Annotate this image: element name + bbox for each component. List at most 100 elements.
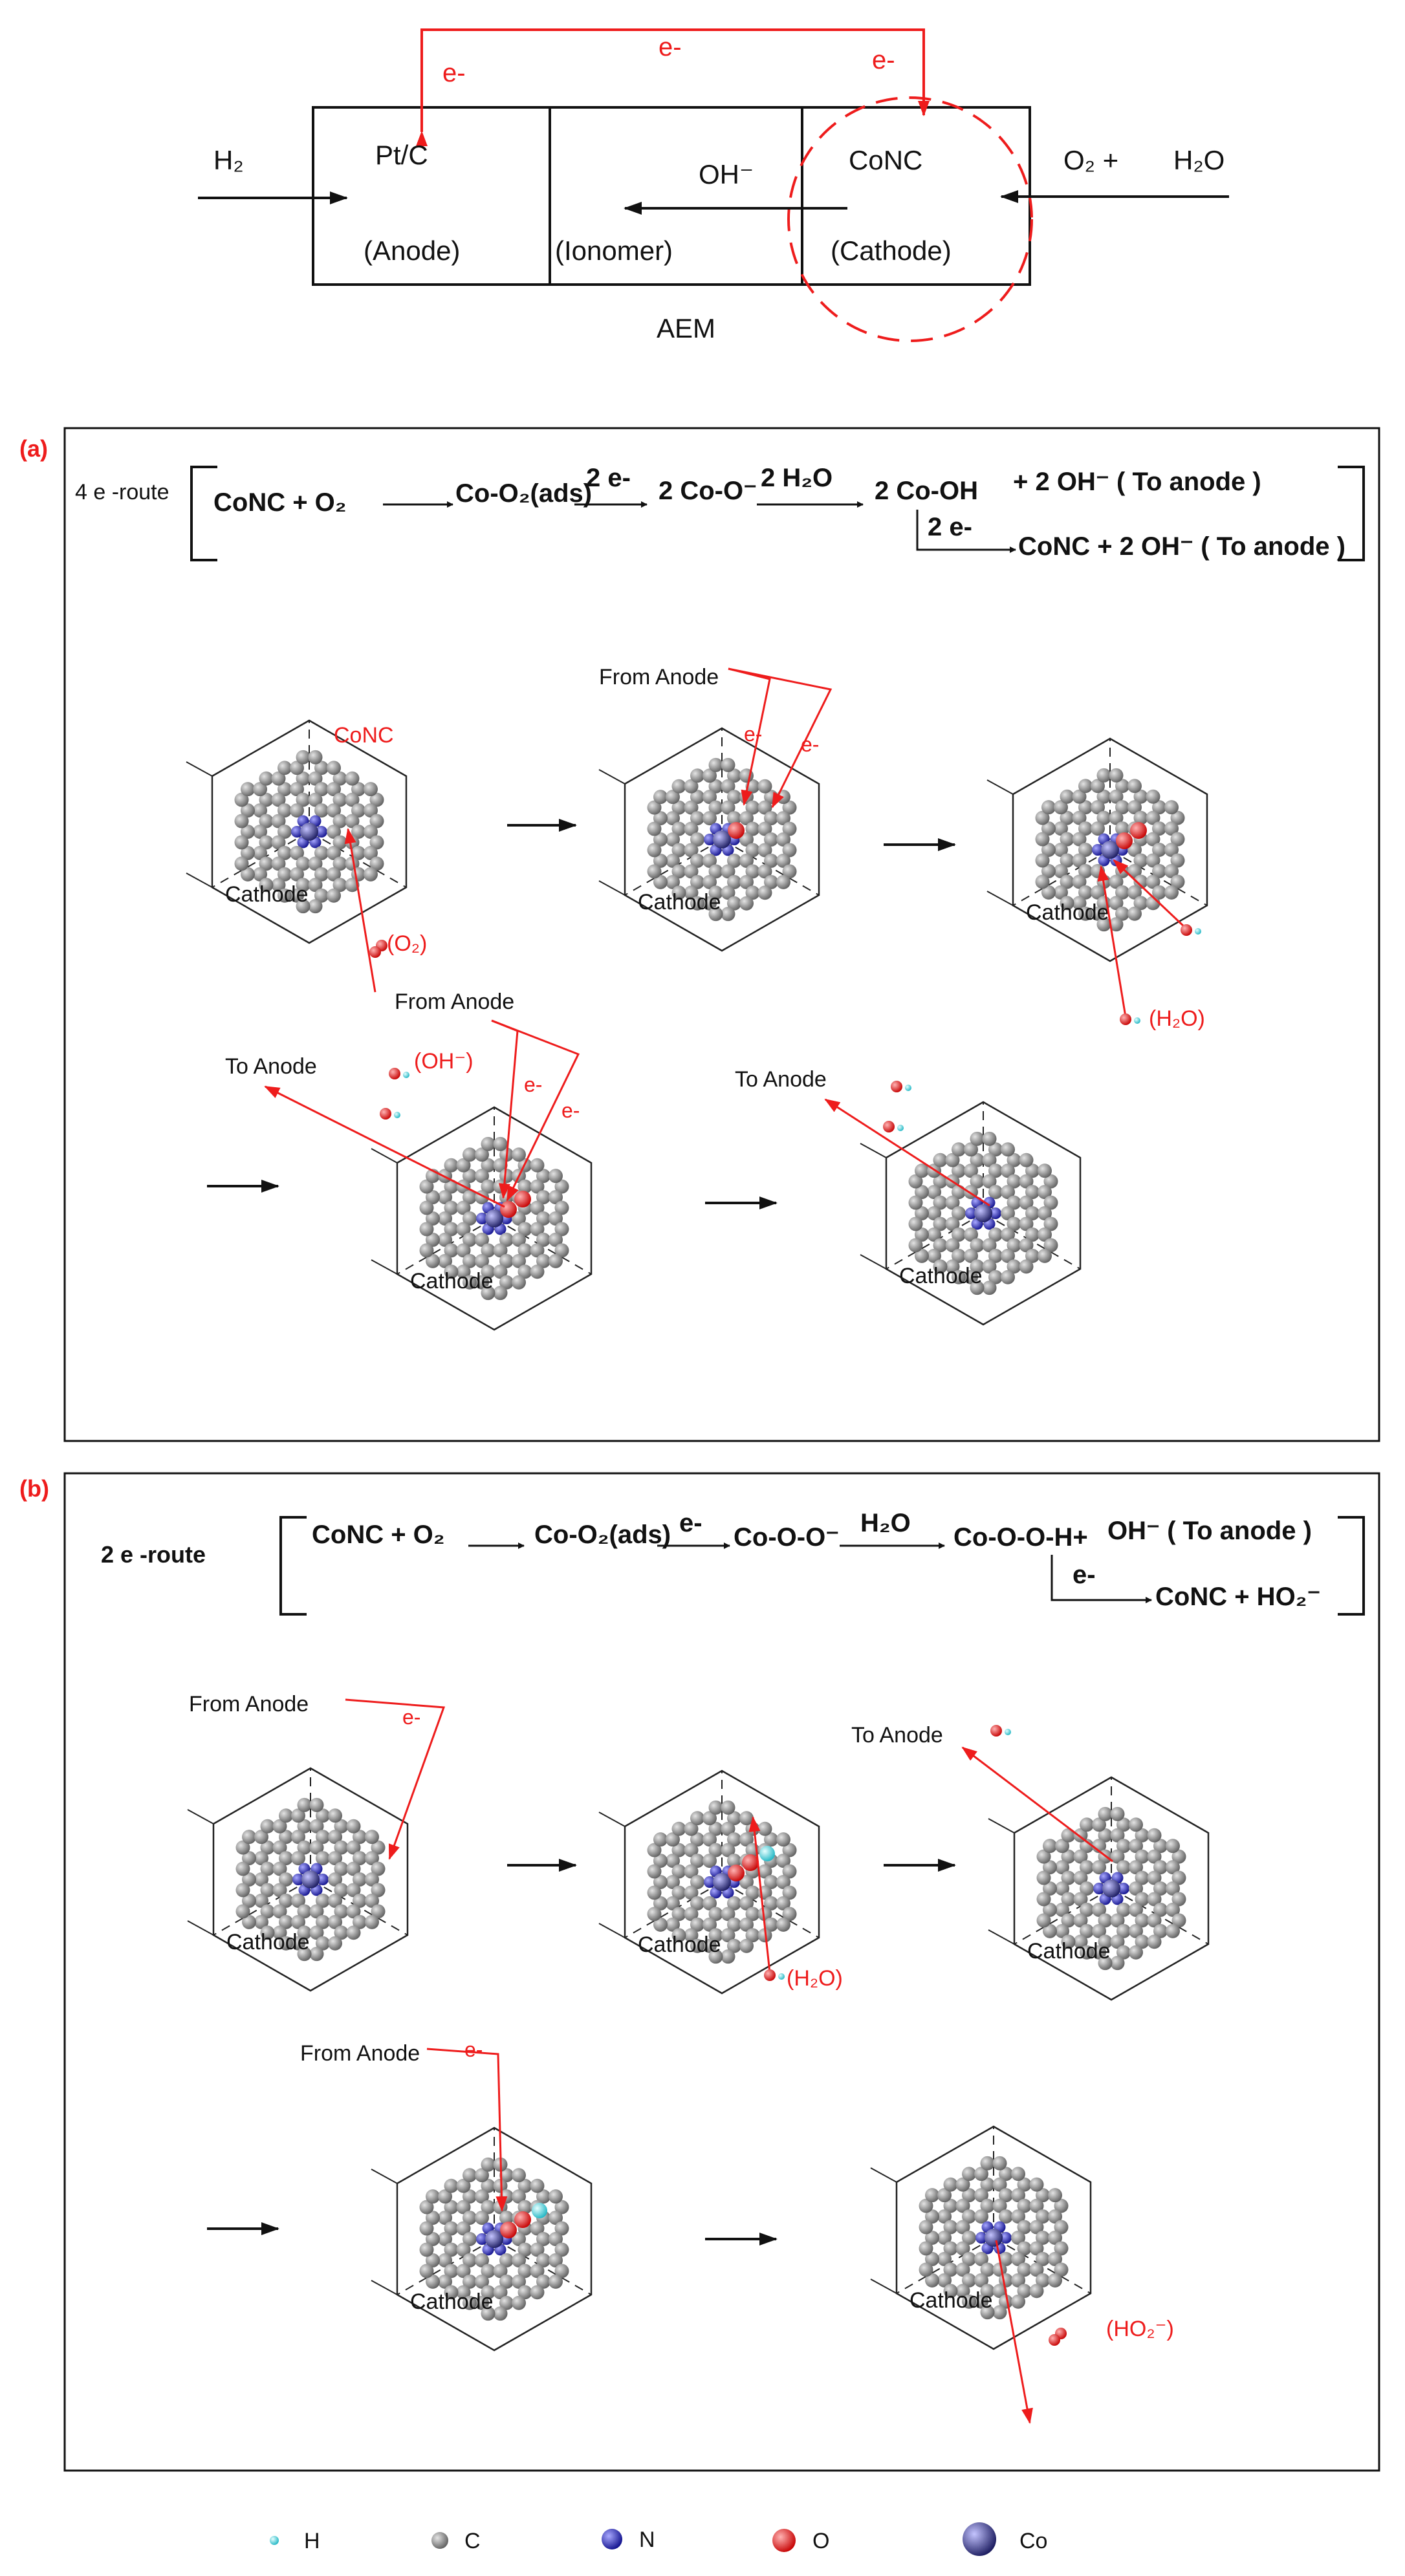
carbon-atom (1080, 1881, 1094, 1896)
carbon-atom (653, 1896, 668, 1910)
conc-cube-model: Cathode (371, 1106, 593, 1331)
carbon-atom (1129, 1923, 1143, 1938)
carbon-atom (782, 1864, 797, 1879)
carbon-atom (444, 1264, 459, 1279)
carbon-atom (927, 1248, 941, 1263)
hydrogen-atom (1005, 1729, 1011, 1735)
a-e-arrow-2 (728, 667, 771, 806)
carbon-atom (314, 761, 329, 775)
cube-axis-line (186, 872, 213, 888)
carbon-atom (353, 1914, 367, 1929)
carbon-atom (517, 2242, 532, 2257)
cathode-highlight-circle (787, 96, 1033, 342)
carbon-atom (1133, 853, 1148, 868)
carbon-atom (328, 1893, 342, 1908)
carbon-atom (1017, 2220, 1032, 2235)
carbon-atom (1115, 906, 1129, 921)
carbon-atom (1072, 810, 1087, 825)
carbon-atom (952, 1206, 966, 1220)
carbon-atom (1166, 1902, 1180, 1917)
hydrogen-atom (1195, 928, 1201, 935)
carbon-atom (1135, 1892, 1149, 1907)
carbon-atom (512, 1147, 526, 1162)
nitrogen-atom (291, 826, 303, 838)
carbon-atom (314, 782, 329, 797)
carbon-atom (1038, 1206, 1052, 1220)
carbon-atom (517, 1264, 532, 1279)
carbon-atom (782, 864, 797, 879)
carbon-atom (671, 1843, 686, 1857)
carbon-atom (297, 1797, 312, 1812)
nitrogen-atom (990, 1207, 1001, 1219)
carbon-atom (1096, 917, 1111, 932)
carbon-atom (1011, 2188, 1025, 2203)
carbon-atom (1043, 1839, 1057, 1854)
carbon-atom (1029, 2220, 1044, 2235)
carbon-atom (1001, 1164, 1015, 1178)
carbon-atom (493, 1286, 508, 1301)
carbon-atom (1129, 1902, 1143, 1917)
carbon-atom (937, 2251, 952, 2266)
carbon-atom (463, 1232, 477, 1247)
carbon-atom (369, 792, 384, 807)
carbon-atom (1073, 1913, 1088, 1928)
carbon-atom (690, 853, 704, 868)
carbon-atom (481, 2285, 496, 2300)
carbon-atom (684, 800, 699, 815)
carbon-atom (1115, 821, 1129, 836)
free-molecule (1181, 924, 1201, 936)
carbon-atom (684, 821, 699, 836)
carbon-atom (334, 1819, 349, 1834)
carbon-atom (1133, 810, 1148, 825)
carbon-atom (992, 2284, 1007, 2299)
cube-hidden-edge (310, 1879, 408, 1936)
carbon-atom (316, 1893, 330, 1908)
carbon-atom (1153, 1881, 1168, 1896)
conc-cube-model: Cathode (860, 1101, 1082, 1326)
carbon-atom (309, 1797, 324, 1812)
carbon-atom (1054, 2262, 1069, 2277)
carbon-atom (1061, 1870, 1076, 1885)
carbon-atom (980, 2305, 995, 2320)
carbon-atom (1133, 896, 1148, 911)
a-eq-t2: Co-O₂(ads) (455, 479, 592, 508)
carbon-atom (1115, 885, 1129, 900)
carbon-atom (1025, 1185, 1040, 1200)
panel-b-bracket-right (1338, 1516, 1365, 1616)
carbon-atom (554, 2221, 569, 2236)
carbon-atom (964, 1142, 978, 1157)
carbon-atom (702, 1896, 717, 1910)
carbon-atom (1041, 800, 1056, 815)
conc-cube-model: Cathode (186, 719, 408, 944)
carbon-atom (1073, 1934, 1088, 1949)
carbon-atom (647, 821, 662, 836)
carbon-atom (334, 1925, 349, 1940)
carbon-atom (1116, 1923, 1131, 1938)
carbon-atom (290, 782, 304, 797)
carbon-atom (1078, 800, 1093, 815)
carbon-atom (945, 1217, 960, 1231)
carbon-atom (1017, 2262, 1032, 2277)
carbon-atom (933, 1217, 948, 1231)
carbon-atom (1147, 1849, 1162, 1864)
carbon-atom (1147, 1934, 1162, 1949)
carbon-atom (915, 1248, 929, 1263)
carbon-atom (530, 1222, 545, 1237)
carbon-atom (684, 1821, 699, 1836)
carbon-atom (684, 1843, 699, 1857)
carbon-atom (708, 1800, 723, 1815)
carbon-atom (690, 896, 704, 911)
carbon-atom (463, 2253, 477, 2268)
carbon-atom (933, 1259, 948, 1274)
carbon-atom (721, 800, 735, 815)
cube-cathode-label: Cathode (909, 2288, 993, 2313)
a-eq-arrow-4 (916, 510, 1016, 553)
a-label-conc: CoNC (334, 723, 394, 748)
a-eq-t6: 2 Co-OH (875, 477, 978, 505)
carbon-atom (671, 821, 686, 836)
carbon-atom (671, 1885, 686, 1900)
carbon-atom (241, 803, 255, 818)
carbon-atom (908, 1217, 923, 1231)
carbon-atom (1054, 843, 1068, 857)
carbon-atom (332, 878, 347, 893)
